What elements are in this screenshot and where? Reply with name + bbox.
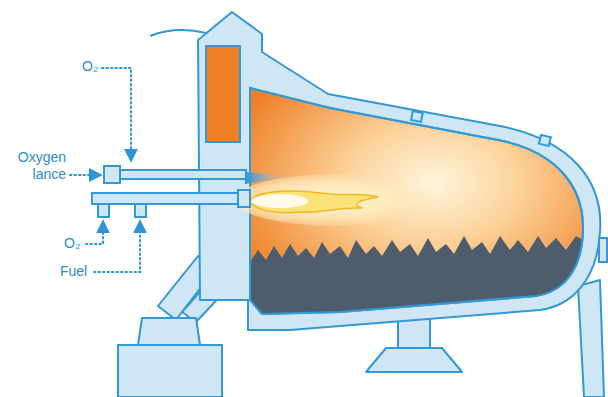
fuel-leader xyxy=(94,222,140,272)
left-base xyxy=(118,345,222,397)
left-base-block xyxy=(138,318,200,345)
lance-pipe xyxy=(120,170,246,179)
molten-charge xyxy=(240,236,600,340)
flame-core xyxy=(252,194,308,208)
burner-pipe xyxy=(92,193,247,204)
burner-nozzle xyxy=(238,190,250,207)
oxygen-leader xyxy=(86,222,103,244)
slag-group xyxy=(240,236,600,340)
flue-chamber xyxy=(206,46,240,142)
right-post xyxy=(578,280,604,397)
fuel-inlet xyxy=(135,204,146,217)
center-post xyxy=(398,318,430,348)
end-flange xyxy=(599,238,607,262)
center-foot xyxy=(366,348,462,372)
callout-label: Fuel xyxy=(60,263,94,280)
lance-leader xyxy=(70,174,100,176)
burner xyxy=(92,190,250,217)
oxygen-leader xyxy=(102,68,131,160)
callout-label: O₂ xyxy=(82,58,106,75)
shell-tab xyxy=(411,111,423,122)
flame-glow xyxy=(235,174,435,226)
oxygen-lance xyxy=(104,166,246,183)
leader-lines xyxy=(70,68,140,272)
flue-pipe xyxy=(150,30,206,36)
oxygen-jet xyxy=(245,172,290,184)
lance-head xyxy=(104,166,120,183)
callout-label: Oxygen lance xyxy=(8,149,66,183)
flame xyxy=(248,191,378,213)
shell-tab xyxy=(539,135,551,146)
oxygen-inlet xyxy=(98,204,109,217)
callout-label: O₂ xyxy=(64,235,88,252)
